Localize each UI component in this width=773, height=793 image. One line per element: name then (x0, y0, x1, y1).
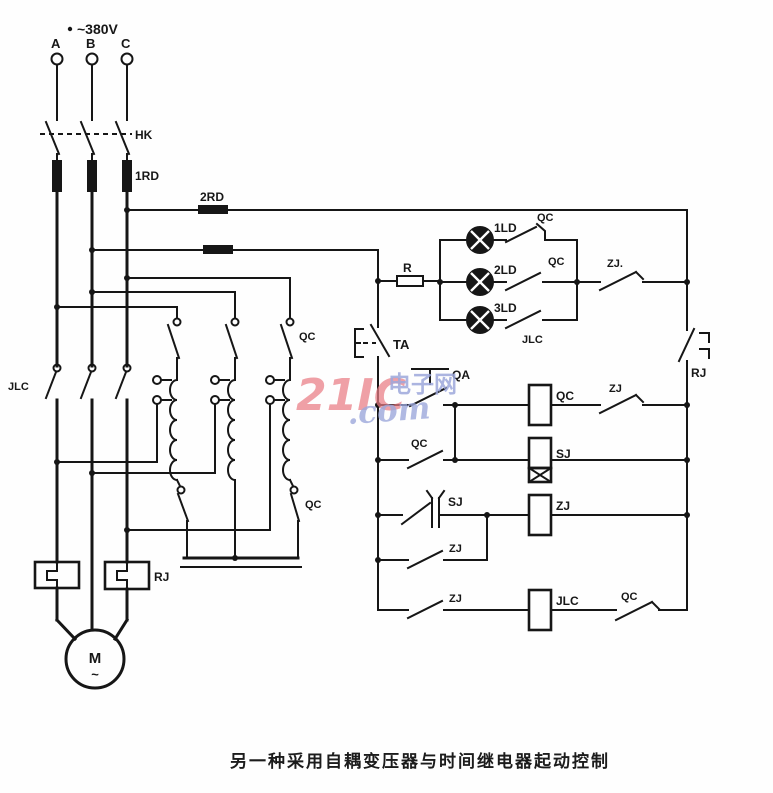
diagram-caption: 另一种采用自耦变压器与时间继电器起动控制 (230, 751, 610, 772)
motor: M ~ (54, 586, 130, 690)
zj-par-label: ZJ (449, 543, 462, 555)
junction-dots (54, 207, 690, 563)
zj-bottom-label: ZJ (449, 593, 462, 605)
jlc-main-label: JLC (8, 381, 29, 393)
terminal-a (50, 52, 64, 66)
holding-row-qc-sj: QC SJ (377, 404, 688, 484)
watermark-brand: 21IC (296, 370, 406, 421)
fuse-group-1rd: 1RD (52, 153, 159, 192)
qc-bottom-label: QC (305, 499, 322, 511)
stop-button-ta: TA (354, 249, 410, 611)
zj-coil-label: ZJ (556, 499, 570, 513)
terminal-b (85, 52, 99, 66)
qc-top-label: QC (299, 331, 316, 343)
winding-3 (282, 378, 292, 482)
bullet-dot (67, 26, 73, 32)
phase-a-label: A (51, 36, 61, 51)
thermal-relay-contact: RJ (677, 209, 710, 611)
qc-coil (527, 383, 553, 427)
knife-switch-hk: HK (40, 120, 153, 156)
hk-label: HK (135, 128, 153, 142)
jlc-coil-label: JLC (556, 594, 579, 608)
terminal-c (120, 52, 134, 66)
fuse-2rd (198, 205, 228, 214)
qc-nc-label: QC (621, 591, 638, 603)
lamp1-label: 1LD (494, 221, 517, 235)
rj-contact-label: RJ (691, 366, 706, 380)
supply-terminals: ~380V A B C (50, 21, 134, 121)
winding-1 (169, 378, 179, 482)
watermark: 21IC 电子网 .com (296, 370, 457, 432)
lamp2-contact-label: QC (548, 256, 565, 268)
lamp3-contact-label: JLC (522, 334, 543, 346)
rd1-label: 1RD (135, 169, 159, 183)
phase-b-label: B (86, 36, 95, 51)
rd2-label: 2RD (200, 190, 224, 204)
qc-start-contacts-top: QC (166, 317, 316, 381)
motor-ac-symbol: ~ (91, 667, 99, 682)
lamp-panel: R 1LD QC 2LD QC 3LD JLC ZJ. (377, 212, 688, 346)
fuse-c (122, 160, 132, 192)
voltage-label: ~380V (77, 21, 119, 37)
sj-coil-timer-box (527, 466, 553, 484)
control-feed-lines: 2RD (56, 190, 688, 319)
r-label: R (403, 261, 412, 275)
lamp2-label: 2LD (494, 263, 517, 277)
winding-2 (227, 378, 237, 482)
lamp1-contact-label: QC (537, 212, 554, 224)
watermark-site-name: 电子网 (388, 372, 457, 398)
sj-coil-label: SJ (556, 447, 571, 461)
qc-hold-label: QC (411, 438, 428, 450)
zj-coil (527, 493, 553, 537)
tap-terminal (152, 395, 162, 405)
run-row-zj-jlc: ZJ JLC QC (377, 588, 688, 632)
motor-circle (64, 628, 126, 690)
motor-label: M (89, 650, 102, 667)
autotransformer (56, 375, 292, 531)
tap-terminal (210, 395, 220, 405)
qc-star-contacts-bottom: QC (175, 478, 322, 568)
sj-contact-label: SJ (448, 495, 463, 509)
tap-terminal (265, 375, 275, 385)
phase-lines (55, 190, 129, 632)
jlc-main-contacts: JLC (8, 363, 132, 400)
ta-label: TA (393, 337, 410, 352)
sj-coil (527, 436, 553, 470)
thermal-relay-heaters: RJ (33, 560, 169, 591)
tap-terminal (152, 375, 162, 385)
zj-lamp-label: ZJ. (607, 258, 623, 270)
start-row-qa-qc: QA QC ZJ (377, 368, 688, 427)
zj-nc-label: ZJ (609, 383, 622, 395)
rj-heater-label: RJ (154, 570, 169, 584)
watermark-domain: .com (346, 390, 431, 432)
resistor-r (396, 275, 424, 287)
fuse-control-2 (203, 245, 233, 254)
tap-terminal (265, 395, 275, 405)
fuse-a (52, 160, 62, 192)
tap-terminal (210, 375, 220, 385)
timer-row-sj-zj: SJ ZJ ZJ (377, 489, 688, 570)
jlc-coil (527, 588, 553, 632)
phase-c-label: C (121, 36, 131, 51)
lamp3-label: 3LD (494, 301, 517, 315)
qa-label: QA (452, 368, 470, 382)
fuse-b (87, 160, 97, 192)
qc-coil-label: QC (556, 389, 574, 403)
